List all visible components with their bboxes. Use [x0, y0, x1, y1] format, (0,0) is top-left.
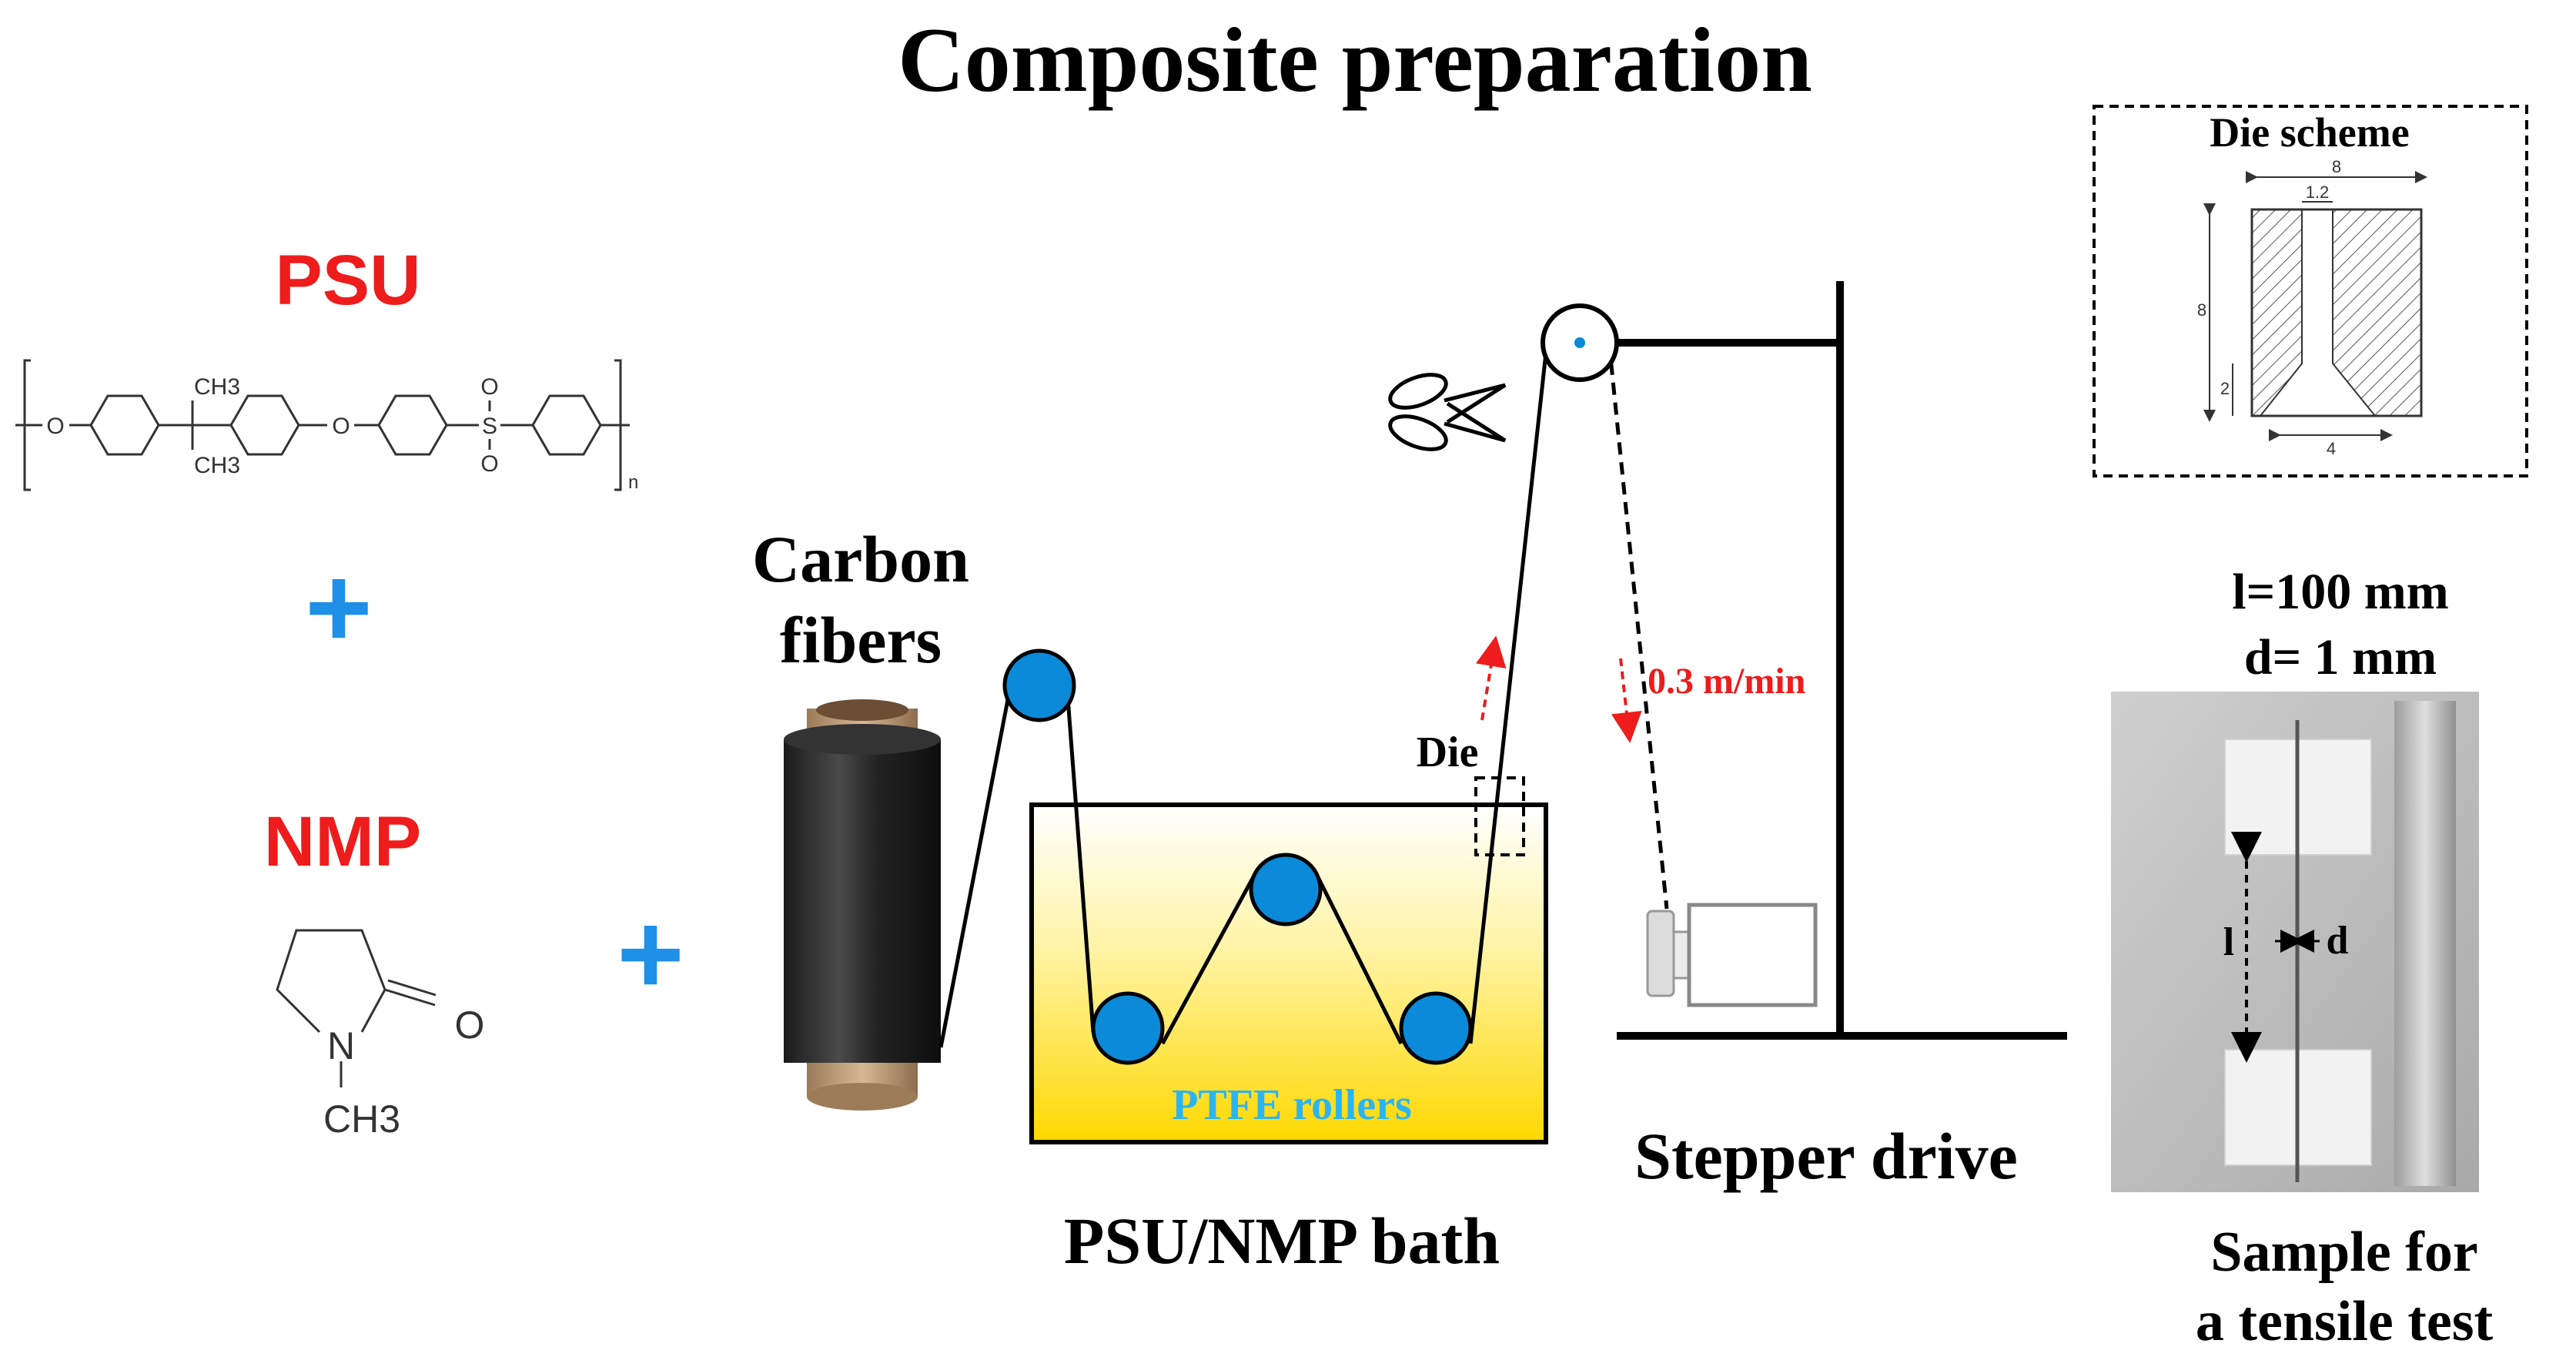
roller-bath-right [1399, 991, 1473, 1065]
psu-repeat-index: n [628, 472, 638, 493]
nmp-label: NMP [264, 802, 421, 881]
carbon-fibers-label-line1: Carbon [752, 522, 969, 596]
weight-line [1607, 342, 1669, 910]
nmp-structural-formula [276, 929, 437, 1087]
nmp-atom-n: N [327, 1024, 355, 1067]
sample-d-marker: d [2327, 919, 2349, 963]
roller-top-left [1002, 648, 1076, 722]
psu-atom-ch3-top: CH3 [194, 374, 240, 400]
ruler [2394, 701, 2456, 1186]
diameter-spec: d= 1 mm [2244, 629, 2437, 685]
sample-l-marker: l [2223, 920, 2234, 964]
nmp-atom-o: O [455, 1004, 485, 1047]
die-label: Die [1417, 729, 1479, 776]
carbon-fiber-path [938, 338, 1550, 1048]
nmp-atom-ch3: CH3 [323, 1097, 400, 1141]
die-scheme-title: Die scheme [2210, 109, 2409, 156]
die-cross-section [2250, 208, 2423, 417]
top-pulley-axle [1574, 337, 1585, 348]
speed-label: 0.3 m/min [1648, 661, 1805, 702]
psu-atom-o-bottom: O [480, 451, 498, 477]
pull-up-arrow [1475, 635, 1507, 721]
die-dim-top: 8 [2332, 157, 2341, 176]
drive-frame [1617, 281, 2067, 1040]
psu-atom-ch3-bottom: CH3 [194, 453, 240, 478]
psu-atom-o-top: O [480, 374, 498, 400]
psu-structural-formula [15, 359, 630, 491]
die-scheme-frame [2093, 105, 2528, 477]
nmp-formula-atoms: N O CH3 [323, 1004, 484, 1141]
stepper-label: Stepper drive [1634, 1119, 2018, 1193]
stepper-motor-icon [1646, 903, 1818, 1007]
die-dim-height: 8 [2197, 300, 2206, 320]
pull-down-arrow [1611, 658, 1642, 743]
plus-icon-center: + [617, 889, 684, 1018]
plus-icon-left: + [305, 542, 373, 672]
carbon-fiber-spool-icon [784, 699, 941, 1111]
page-title: Composite preparation [898, 8, 1812, 111]
roller-bath-middle [1249, 853, 1323, 926]
die-dim-cone: 2 [2220, 379, 2230, 398]
die-dimension-lines [2203, 171, 2427, 441]
ptfe-rollers [1002, 648, 1473, 1065]
die-marker [1474, 776, 1525, 856]
length-spec: l=100 mm [2232, 564, 2448, 620]
die-dim-hole: 1.2 [2306, 183, 2330, 202]
psu-label: PSU [275, 241, 420, 320]
die-dimension-values: 8 1.2 8 2 4 [2197, 157, 2341, 458]
psu-atom-o-ether: O [332, 414, 350, 439]
roller-bath-left [1091, 991, 1165, 1065]
carbon-fibers-label-line2: fibers [780, 603, 942, 677]
psu-formula-atoms: O CH3 CH3 O S O O n [46, 374, 638, 493]
die-dim-bottom: 4 [2327, 439, 2336, 458]
sample-caption-line2: a tensile test [2196, 1290, 2494, 1353]
sample-photo [2111, 692, 2479, 1192]
scissors-icon [1388, 373, 1507, 451]
psu-atom-s: S [482, 414, 497, 439]
rollers-label: PTFE rollers [1172, 1081, 1412, 1129]
psu-atom-o-left: O [46, 414, 64, 439]
sample-caption-line1: Sample for [2210, 1221, 2477, 1284]
bath-label: PSU/NMP bath [1064, 1204, 1500, 1278]
